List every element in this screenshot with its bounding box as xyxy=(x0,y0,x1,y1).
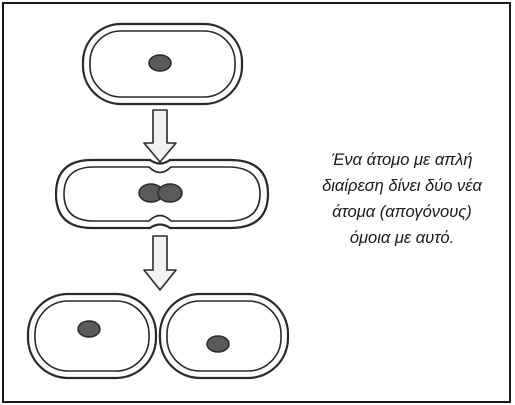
down-arrow-2 xyxy=(144,236,176,290)
caption-line-3: άτομα (απογόνους) xyxy=(292,199,512,225)
parent-cell xyxy=(83,24,242,104)
daughter-cell-right xyxy=(160,294,288,378)
parent-nucleus xyxy=(149,55,171,71)
caption-line-4: όμοια με αυτό. xyxy=(292,225,512,251)
down-arrow-1 xyxy=(144,110,176,162)
dividing-nucleus-right xyxy=(158,184,182,202)
daughter-nucleus-left xyxy=(78,321,100,337)
daughter-nucleus-right xyxy=(207,336,229,352)
daughter-cell-left xyxy=(28,294,156,378)
diagram-caption: Ένα άτομο με απλή διαίρεση δίνει δύο νέα… xyxy=(292,147,512,251)
caption-line-1: Ένα άτομο με απλή xyxy=(292,147,512,173)
caption-line-2: διαίρεση δίνει δύο νέα xyxy=(292,173,512,199)
dividing-cell xyxy=(56,160,268,228)
